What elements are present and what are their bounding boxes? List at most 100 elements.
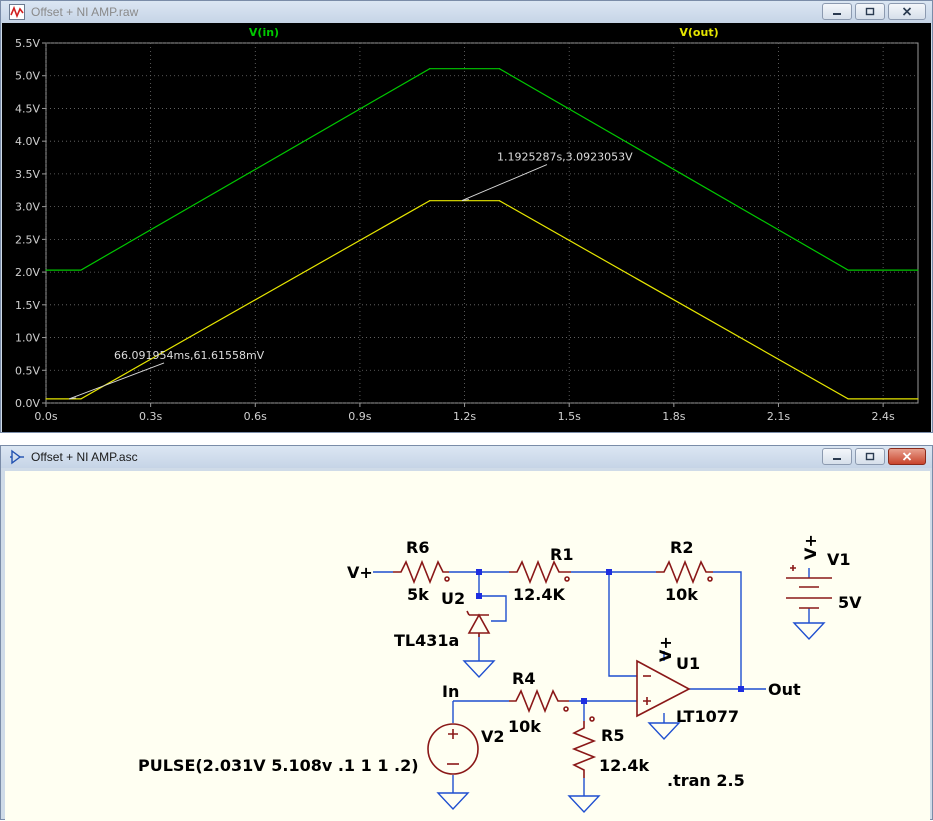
ground-icon: [462, 660, 496, 679]
data-point: [80, 398, 82, 400]
v2-value: PULSE(2.031V 5.108v .1 1 1 .2): [138, 756, 419, 775]
data-point: [498, 68, 501, 70]
ground-icon: [647, 722, 681, 741]
data-point: [498, 200, 501, 202]
tl431-symbol: [466, 610, 491, 637]
r5-resistor: [571, 721, 597, 778]
in-node-label: In: [442, 682, 459, 701]
vplus-label: V+: [347, 563, 373, 582]
r4-label: R4: [512, 669, 535, 688]
data-point: [847, 398, 849, 400]
x-tick-label: 0.6s: [244, 410, 267, 423]
data-point: [429, 200, 431, 202]
ground-icon: [567, 795, 601, 814]
minimize-icon: [833, 457, 841, 460]
maximize-icon: [865, 452, 875, 461]
r6-resistor: [393, 559, 449, 585]
v2-label: V2: [481, 727, 505, 746]
data-point: [45, 398, 47, 400]
legend-entry: V(out): [679, 26, 718, 39]
v1-value: 5V: [838, 593, 862, 612]
waveform-window: Offset + NI AMP.raw 1.1925287s,3.0923053…: [0, 0, 933, 433]
series-line-vin: [46, 68, 918, 271]
close-icon: [902, 452, 912, 461]
r6-value: 5k: [407, 585, 429, 604]
close-icon: [902, 7, 912, 16]
series-line-vout: [46, 200, 918, 400]
data-point: [80, 269, 82, 271]
r6-label: R6: [406, 538, 429, 557]
out-node-label: Out: [768, 680, 801, 699]
y-tick-label: 2.5V: [15, 233, 40, 246]
data-point: [917, 398, 919, 400]
annotation-leader: [68, 362, 165, 400]
schematic-titlebar[interactable]: Offset + NI AMP.asc: [1, 446, 932, 468]
r2-resistor: [656, 559, 713, 585]
tran-directive[interactable]: .tran 2.5: [667, 771, 745, 790]
schematic-drawing[interactable]: V+ R6 5k U2 TL431a R1 12.4K R2 10k V1 5V…: [5, 471, 930, 821]
x-tick-label: 0.9s: [348, 410, 371, 423]
y-tick-label: 4.5V: [15, 102, 40, 115]
maximize-icon: [865, 7, 875, 16]
close-button[interactable]: [888, 3, 926, 20]
schematic-canvas[interactable]: V+ R6 5k U2 TL431a R1 12.4K R2 10k V1 5V…: [5, 471, 930, 821]
y-tick-label: 4.0V: [15, 135, 40, 148]
annotation-arrow: [68, 397, 77, 400]
r4-resistor: [509, 688, 569, 714]
y-tick-label: 3.5V: [15, 168, 40, 181]
waveform-titlebar[interactable]: Offset + NI AMP.raw: [1, 1, 932, 23]
y-tick-label: 1.5V: [15, 299, 40, 312]
u1-model: LT1077: [676, 707, 739, 726]
data-point: [847, 269, 849, 271]
resistors: [393, 559, 713, 778]
r1-value: 12.4K: [513, 585, 565, 604]
r4-value: 10k: [508, 717, 541, 736]
r5-value: 12.4k: [599, 756, 649, 775]
minimize-icon: [833, 12, 841, 15]
x-tick-label: 0.0s: [34, 410, 57, 423]
y-tick-label: 0.5V: [15, 364, 40, 377]
x-tick-label: 1.5s: [558, 410, 581, 423]
data-point: [917, 269, 919, 271]
u1-label: U1: [676, 654, 700, 673]
minimize-button[interactable]: [822, 448, 852, 465]
ground-icon: [436, 792, 470, 811]
junctions: [476, 569, 744, 704]
r5-label: R5: [601, 726, 624, 745]
minimize-button[interactable]: [822, 3, 852, 20]
x-tick-label: 1.8s: [662, 410, 685, 423]
r1-resistor: [509, 559, 571, 585]
close-button[interactable]: [888, 448, 926, 465]
waveform-window-title: Offset + NI AMP.raw: [31, 5, 139, 19]
annotation-leader: [461, 164, 548, 202]
v1-node-label: V+: [801, 534, 820, 560]
y-tick-label: 5.5V: [15, 37, 40, 50]
maximize-button[interactable]: [855, 3, 885, 20]
data-point: [45, 269, 47, 271]
r1-label: R1: [550, 545, 573, 564]
schematic-icon: [10, 449, 24, 465]
u2-model: TL431a: [394, 631, 459, 650]
cursor-annotation: 1.1925287s,3.0923053V: [497, 151, 633, 164]
r2-value: 10k: [665, 585, 698, 604]
x-tick-label: 2.4s: [872, 410, 895, 423]
u2-label: U2: [441, 589, 465, 608]
cursor-annotation: 66.091954ms,61.61558mV: [114, 349, 265, 362]
u1-supply-label: V+: [656, 636, 675, 662]
ground-symbols: [436, 622, 826, 814]
r2-label: R2: [670, 538, 693, 557]
v1-battery: [786, 565, 832, 609]
v1-label: V1: [827, 550, 851, 569]
ground-icon: [792, 622, 826, 641]
v2-source: [427, 723, 479, 775]
opamp-symbol: [636, 659, 691, 718]
x-tick-label: 2.1s: [767, 410, 790, 423]
annotation-arrow: [461, 199, 470, 202]
waveform-chart[interactable]: 1.1925287s,3.0923053V 66.091954ms,61.6155…: [2, 23, 931, 432]
waveform-icon: [9, 4, 25, 20]
legend-entry: V(in): [249, 26, 279, 39]
x-tick-label: 0.3s: [139, 410, 162, 423]
plot-pane[interactable]: 1.1925287s,3.0923053V 66.091954ms,61.6155…: [2, 23, 931, 432]
schematic-window: Offset + NI AMP.asc: [0, 445, 933, 821]
maximize-button[interactable]: [855, 448, 885, 465]
